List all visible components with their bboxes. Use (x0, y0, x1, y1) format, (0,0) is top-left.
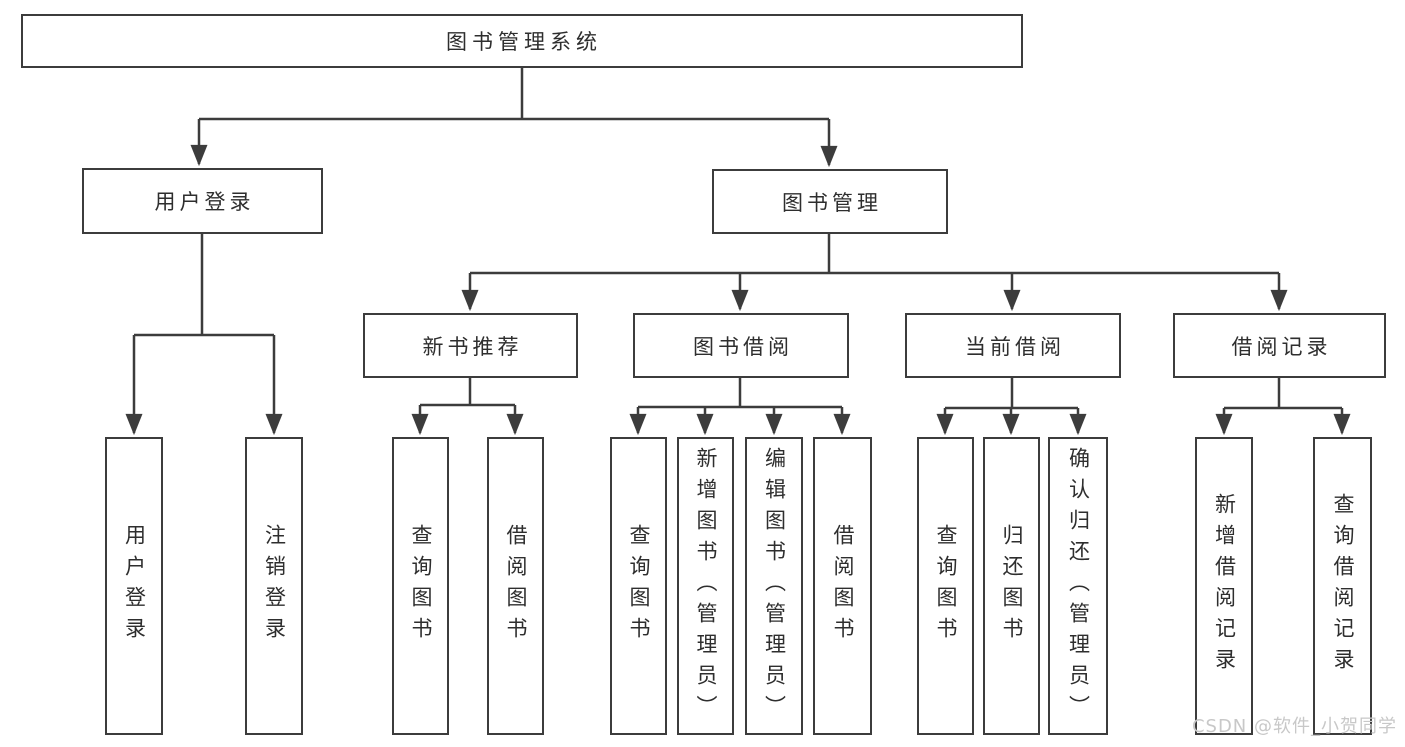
node-book-borrow: 图书借阅 (633, 313, 849, 378)
leaf-add-books-admin: 新增图书（管理员） (677, 437, 734, 735)
node-label: 新书推荐 (422, 334, 523, 359)
node-label: 查询借阅记录 (1331, 493, 1355, 679)
node-root-library-system: 图书管理系统 (21, 14, 1023, 68)
leaf-return-books: 归还图书 (983, 437, 1040, 735)
connector-current-children (936, 377, 1087, 436)
node-label: 查询图书 (409, 524, 433, 648)
node-label: 当前借阅 (965, 334, 1065, 359)
leaf-logout: 注销登录 (245, 437, 303, 735)
connector-new-book-children (411, 377, 524, 436)
csdn-watermark: CSDN @软件_小贺同学 (1191, 716, 1397, 737)
node-label: 新增借阅记录 (1212, 493, 1237, 679)
node-label: 用户登录 (154, 190, 255, 214)
leaf-user-login: 用户登录 (105, 437, 163, 735)
node-label: 借阅图书 (831, 524, 855, 648)
leaf-borrow-books-1: 借阅图书 (487, 437, 544, 735)
node-label: 用户登录 (122, 524, 147, 648)
node-borrow-records: 借阅记录 (1173, 313, 1386, 378)
node-book-management: 图书管理 (712, 169, 948, 234)
leaf-query-books-2: 查询图书 (610, 437, 667, 735)
node-label: 查询图书 (627, 524, 651, 648)
node-label: 图书管理 (782, 190, 882, 215)
leaf-edit-books-admin: 编辑图书（管理员） (745, 437, 803, 735)
node-label: 注销登录 (262, 524, 287, 648)
leaf-borrow-books-2: 借阅图书 (813, 437, 872, 735)
node-user-login: 用户登录 (82, 168, 323, 234)
node-label: 确认归还（管理员） (1066, 446, 1091, 726)
node-current-borrow: 当前借阅 (905, 313, 1121, 378)
connector-borrow-children (629, 377, 851, 436)
node-label: 归还图书 (1000, 524, 1024, 648)
node-label: 图书管理系统 (446, 30, 602, 54)
connector-user-login-children (125, 233, 283, 436)
leaf-query-borrow-record: 查询借阅记录 (1313, 437, 1372, 735)
node-label: 编辑图书（管理员） (762, 446, 787, 726)
node-label: 图书借阅 (693, 334, 793, 359)
node-new-book-recommend: 新书推荐 (363, 313, 578, 378)
leaf-confirm-return-admin: 确认归还（管理员） (1048, 437, 1108, 735)
leaf-add-borrow-record: 新增借阅记录 (1195, 437, 1253, 735)
node-label: 借阅图书 (504, 524, 528, 648)
connector-book-management-sections (461, 233, 1288, 312)
connector-history-children (1215, 377, 1351, 436)
leaf-query-books-1: 查询图书 (392, 437, 449, 735)
node-label: 查询图书 (934, 524, 958, 648)
node-label: 借阅记录 (1231, 334, 1332, 359)
node-label: 新增图书（管理员） (694, 446, 718, 726)
connector-root-to-level2 (190, 68, 838, 168)
leaf-query-books-3: 查询图书 (917, 437, 974, 735)
